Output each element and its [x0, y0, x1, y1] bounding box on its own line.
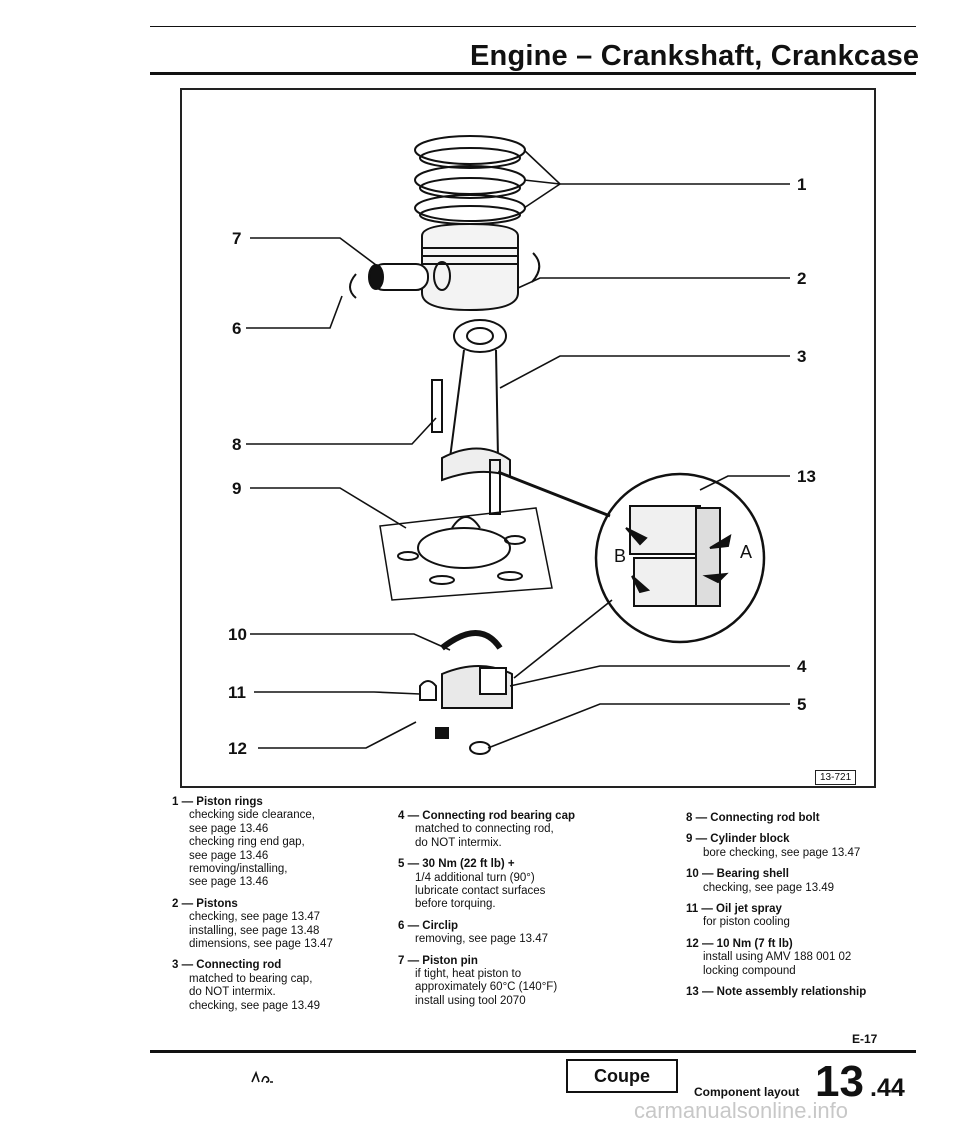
model-label: Coupe — [594, 1066, 650, 1086]
legend-line: for piston cooling — [703, 916, 790, 929]
legend-line: lubricate contact surfaces — [415, 885, 546, 898]
legend-line: checking, see page 13.47 — [189, 911, 321, 924]
callout-12: 12 — [228, 739, 247, 758]
callout-1: 1 — [797, 175, 807, 194]
legend-item-head: 12 — 10 Nm (7 ft lb) — [686, 937, 793, 950]
cylinder-block-drawing — [379, 507, 553, 601]
legend-line: matched to bearing cap, — [189, 972, 313, 985]
leader-lines — [246, 149, 790, 749]
callout-6: 6 — [232, 319, 242, 338]
detail-label-a: A — [740, 542, 752, 562]
legend-column-1: 1 — Piston rings checking side clearance… — [172, 796, 333, 1021]
legend-item-head: 2 — Pistons — [172, 897, 238, 910]
callout-7: 7 — [232, 229, 242, 248]
legend-item-head: 11 — Oil jet spray — [686, 903, 782, 916]
page-title: Engine – Crankshaft, Crankcase — [470, 40, 920, 72]
legend-line: bore checking, see page 13.47 — [703, 846, 861, 859]
legend-line: checking ring end gap, — [189, 836, 305, 849]
figure-reference: 13-721 — [815, 770, 857, 785]
title-rule — [150, 72, 916, 75]
legend-item-4: 4 — Connecting rod bearing cap matched t… — [398, 810, 575, 850]
figure-frame — [180, 88, 876, 788]
legend-line: matched to connecting rod, — [415, 823, 554, 836]
legend-line: see page 13.46 — [189, 822, 269, 835]
legend-line: checking side clearance, — [189, 809, 315, 822]
circlip-right-drawing — [531, 252, 541, 283]
callout-10: 10 — [228, 625, 247, 644]
legend-item-7: 7 — Piston pin if tight, heat piston to … — [398, 955, 575, 1009]
legend-item-head: 4 — Connecting rod bearing cap — [398, 810, 575, 822]
page-code: E-17 — [852, 1032, 878, 1046]
callout-4: 4 — [797, 657, 807, 676]
legend-line: do NOT intermix. — [189, 986, 276, 999]
legend-item-6: 6 — Circlip removing, see page 13.47 — [398, 920, 575, 947]
top-rule — [150, 26, 916, 27]
detail-label-b: B — [614, 546, 626, 566]
legend-item-head: 9 — Cylinder block — [686, 833, 790, 846]
callout-11: 11 — [228, 683, 246, 702]
connecting-rod-drawing — [431, 319, 511, 515]
legend-item-head: 6 — Circlip — [398, 919, 459, 932]
legend-line: install using AMV 188 001 02 — [703, 951, 852, 964]
piston-rings-drawing — [414, 135, 526, 225]
legend-column-3: 8 — Connecting rod bolt 9 — Cylinder blo… — [686, 812, 866, 1007]
legend-line: checking, see page 13.49 — [703, 881, 835, 894]
section-label: Component layout — [694, 1085, 800, 1099]
legend-item-11: 11 — Oil jet spray for piston cooling — [686, 903, 866, 930]
piston-pin-drawing — [368, 263, 429, 291]
section-number-minor: .44 — [870, 1074, 905, 1102]
legend-item-head: 7 — Piston pin — [398, 954, 478, 967]
legend-item-head: 5 — 30 Nm (22 ft lb) + — [398, 858, 515, 871]
bearing-cap-drawing — [419, 630, 513, 755]
legend-line: see page 13.46 — [189, 849, 269, 862]
legend-item-3: 3 — Connecting rod matched to bearing ca… — [172, 959, 333, 1013]
callout-8: 8 — [232, 435, 242, 454]
legend-item-1: 1 — Piston rings checking side clearance… — [172, 796, 333, 890]
legend-item-head: 3 — Connecting rod — [172, 959, 282, 972]
piston-drawing — [421, 222, 519, 312]
legend-item-head: 10 — Bearing shell — [686, 868, 789, 881]
callout-9: 9 — [232, 479, 242, 498]
legend-item-2: 2 — Pistons checking, see page 13.47 ins… — [172, 898, 333, 952]
legend-item-9: 9 — Cylinder block bore checking, see pa… — [686, 833, 866, 860]
detail-inset — [594, 472, 766, 644]
legend-line: checking, see page 13.49 — [189, 999, 321, 1012]
legend-item-head: 13 — Note assembly relationship — [686, 986, 867, 999]
crankshaft-exploded-diagram: B A — [246, 135, 790, 755]
legend-line: installing, see page 13.48 — [189, 924, 320, 937]
footer-rule — [150, 1050, 916, 1053]
watermark-text: carmanualsonline.info — [634, 1098, 849, 1123]
legend-line: dimensions, see page 13.47 — [189, 938, 333, 951]
legend-line: do NOT intermix. — [415, 836, 502, 849]
legend-item-12: 12 — 10 Nm (7 ft lb) install using AMV 1… — [686, 938, 866, 978]
callout-13: 13 — [797, 467, 816, 486]
callout-5: 5 — [797, 695, 807, 714]
legend-line: see page 13.46 — [189, 876, 269, 889]
legend-line: 1/4 additional turn (90°) — [415, 871, 535, 884]
legend-line: install using tool 2070 — [415, 994, 526, 1007]
legend-item-head: 1 — Piston rings — [172, 796, 263, 808]
legend-item-8: 8 — Connecting rod bolt — [686, 812, 866, 825]
model-badge — [566, 1059, 678, 1093]
section-number-major: 13 — [815, 1057, 864, 1106]
legend-column-2: 4 — Connecting rod bearing cap matched t… — [398, 810, 575, 1016]
publisher-logo-icon — [251, 1070, 273, 1083]
legend-line: approximately 60°C (140°F) — [415, 981, 558, 994]
legend-item-10: 10 — Bearing shell checking, see page 13… — [686, 868, 866, 895]
legend-item-5: 5 — 30 Nm (22 ft lb) + 1/4 additional tu… — [398, 858, 575, 912]
legend-line: before torquing. — [415, 898, 496, 911]
legend-item-head: 8 — Connecting rod bolt — [686, 812, 820, 824]
callout-2: 2 — [797, 269, 807, 288]
legend-line: locking compound — [703, 964, 796, 977]
callout-3: 3 — [797, 347, 807, 366]
legend-item-13: 13 — Note assembly relationship — [686, 986, 866, 999]
legend-line: removing/installing, — [189, 863, 288, 876]
legend-line: if tight, heat piston to — [415, 968, 522, 981]
circlip-left-drawing — [349, 273, 357, 299]
legend-line: removing, see page 13.47 — [415, 933, 548, 946]
